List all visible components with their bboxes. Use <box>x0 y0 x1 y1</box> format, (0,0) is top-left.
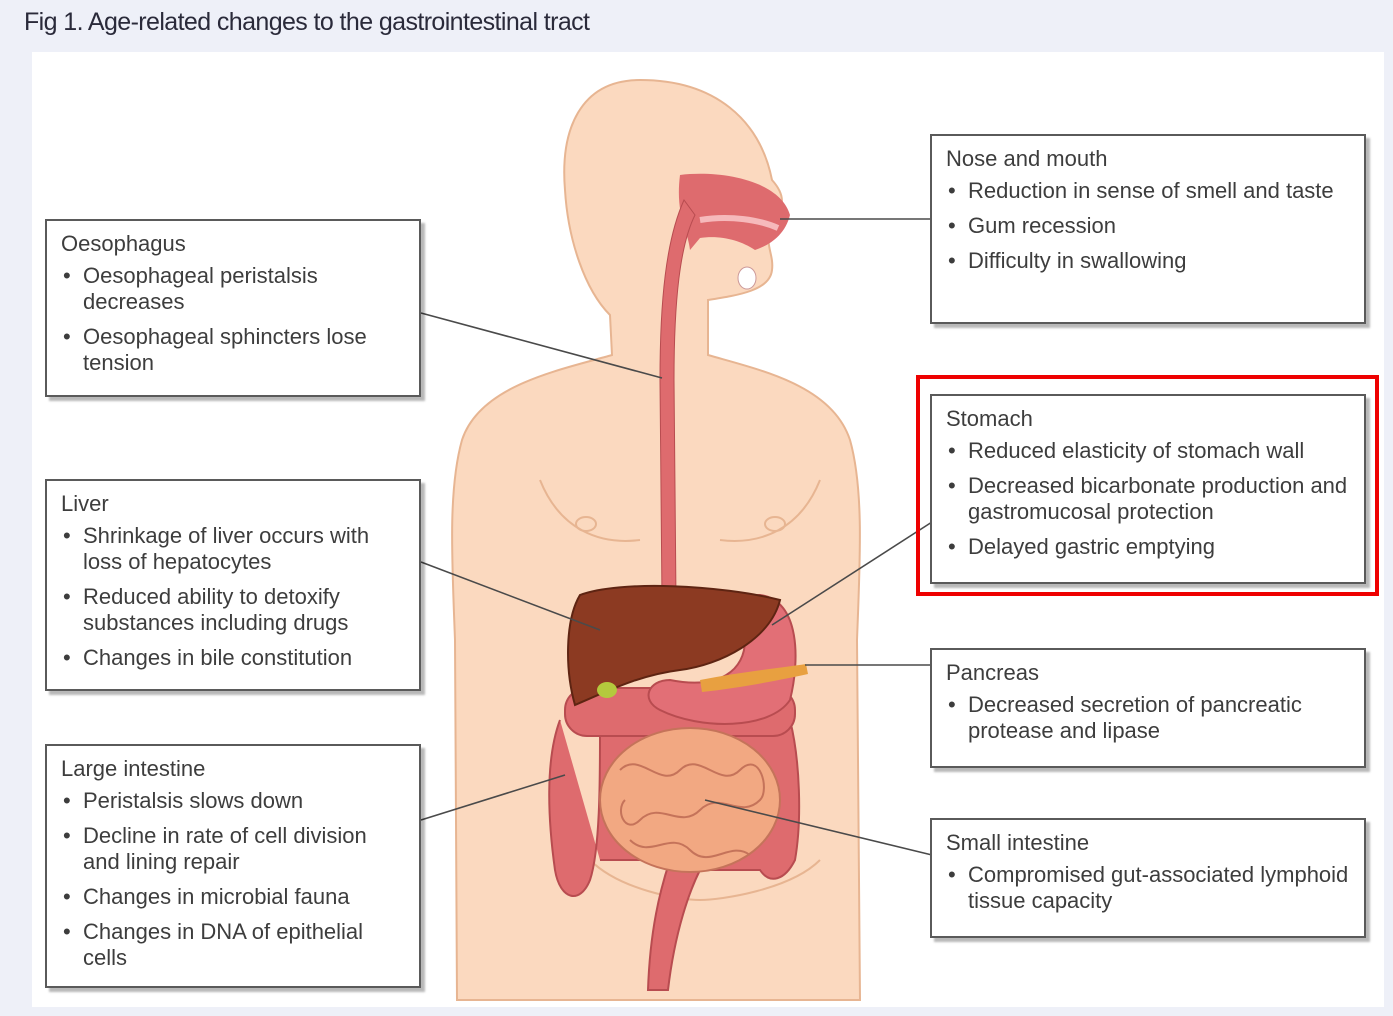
list-item: Oesophageal peristalsis decreases <box>61 263 405 315</box>
list-item: Peristalsis slows down <box>61 788 405 814</box>
oesophagus-list: Oesophageal peristalsis decreases Oesoph… <box>61 263 405 376</box>
small-intestine-box: Small intestine Compromised gut-associat… <box>930 818 1366 938</box>
list-item: Gum recession <box>946 213 1350 239</box>
small-intestine-heading: Small intestine <box>946 830 1350 856</box>
large-intestine-list: Peristalsis slows down Decline in rate o… <box>61 788 405 971</box>
oesophagus-heading: Oesophagus <box>61 231 405 257</box>
list-item: Reduction in sense of smell and taste <box>946 178 1350 204</box>
list-item: Decreased secretion of pancreatic protea… <box>946 692 1350 744</box>
list-item: Reduced ability to detoxify substances i… <box>61 584 405 636</box>
oesophagus-box: Oesophagus Oesophageal peristalsis decre… <box>45 219 421 397</box>
pancreas-list: Decreased secretion of pancreatic protea… <box>946 692 1350 744</box>
liver-heading: Liver <box>61 491 405 517</box>
nose-mouth-list: Reduction in sense of smell and taste Gu… <box>946 178 1350 274</box>
gallbladder-shape <box>597 682 617 698</box>
nose-mouth-heading: Nose and mouth <box>946 146 1350 172</box>
list-item: Changes in DNA of epithelial cells <box>61 919 405 971</box>
list-item: Changes in bile constitution <box>61 645 405 671</box>
list-item: Oesophageal sphincters lose tension <box>61 324 405 376</box>
large-intestine-heading: Large intestine <box>61 756 405 782</box>
pancreas-box: Pancreas Decreased secretion of pancreat… <box>930 648 1366 768</box>
small-intestine-shape <box>600 728 780 872</box>
list-item: Difficulty in swallowing <box>946 248 1350 274</box>
list-item: Shrinkage of liver occurs with loss of h… <box>61 523 405 575</box>
liver-box: Liver Shrinkage of liver occurs with los… <box>45 479 421 691</box>
stomach-highlight-frame <box>916 375 1379 596</box>
list-item: Changes in microbial fauna <box>61 884 405 910</box>
pancreas-heading: Pancreas <box>946 660 1350 686</box>
nose-mouth-box: Nose and mouth Reduction in sense of sme… <box>930 134 1366 324</box>
list-item: Decline in rate of cell division and lin… <box>61 823 405 875</box>
small-intestine-list: Compromised gut-associated lymphoid tiss… <box>946 862 1350 914</box>
liver-list: Shrinkage of liver occurs with loss of h… <box>61 523 405 671</box>
list-item: Compromised gut-associated lymphoid tiss… <box>946 862 1350 914</box>
large-intestine-box: Large intestine Peristalsis slows down D… <box>45 744 421 988</box>
